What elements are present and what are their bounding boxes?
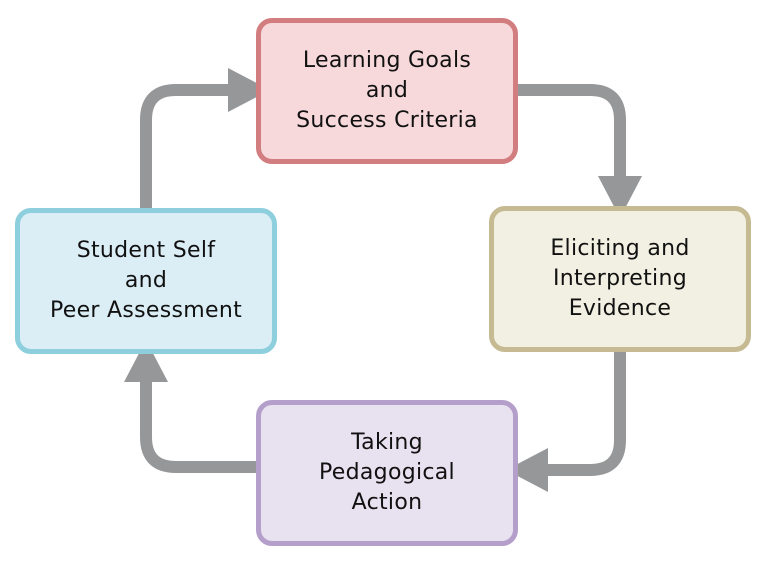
arrowhead-evidence-to-action [506,448,548,492]
node-self-peer-assessment: Student Self and Peer Assessment [15,208,277,354]
node-eliciting-evidence: Eliciting and Interpreting Evidence [489,206,751,352]
arrowhead-goals-to-evidence [598,176,642,218]
node-pedagogical-action: Taking Pedagogical Action [256,400,518,546]
node-label-line: Pedagogical [319,460,455,485]
node-label-line: Interpreting [553,266,687,291]
arrow-goals-to-evidence [518,84,626,178]
node-label-line: Evidence [568,296,672,321]
node-label-line: Success Criteria [296,108,478,133]
node-label-line: and [124,268,168,293]
arrow-evidence-to-action [544,352,626,476]
node-label-line: Learning Goals [302,48,472,73]
arrow-action-to-self [140,378,256,473]
arrowhead-self-to-goals [228,68,270,112]
node-label-line: and [365,78,409,103]
node-label-line: Eliciting and [550,236,690,261]
node-label-line: Action [351,490,423,515]
node-label-line: Student Self [76,238,216,263]
node-label-line: Peer Assessment [49,298,243,323]
node-learning-goals: Learning Goals and Success Criteria [256,18,518,164]
node-label-line: Taking [351,430,423,455]
arrow-self-to-goals [140,84,232,208]
arrowhead-action-to-self [124,340,168,382]
